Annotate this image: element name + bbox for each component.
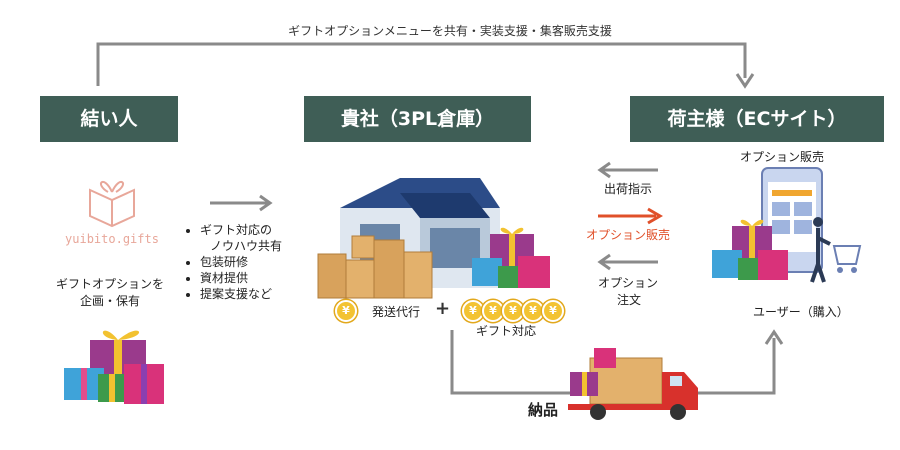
support-item: 包装研修 [200,254,306,270]
header-yuibito: 結い人 [40,96,178,142]
option-order-label-line2: 注文 [617,293,642,307]
option-order-arrow [597,253,658,271]
option-order-label-line1: オプション [598,276,659,290]
shipping-instruction-arrow [597,161,658,179]
user-purchase-label: ユーザー（購入） [753,305,849,319]
left-caption-line2: 企画・保有 [79,294,140,308]
gift-boxes-left-icon [64,330,164,404]
plus-sign: + [435,298,451,319]
option-sales-label: オプション販売 [586,228,671,242]
ec-store-phone-icon [761,167,862,283]
delivery-label: 納品 [528,401,559,419]
support-item: 提案支援など [200,286,306,302]
gift-box-logo-icon [89,180,135,228]
support-item: ギフト対応の [200,222,306,238]
yen-coin-icon: ¥ [542,300,564,322]
support-arrow [210,194,273,212]
top-loop-arrow [96,42,755,89]
gift-handling-label: ギフト対応 [476,324,537,338]
shipping-instruction-label: 出荷指示 [604,182,653,196]
option-sales-arrow [598,207,663,225]
shipping-agency-label: 発送代行 [372,305,421,319]
yen-coin-icon: ¥ [462,300,484,322]
gift-boxes-warehouse-icon [472,227,550,288]
header-shipper-ec: 荷主様（ECサイト） [630,96,884,142]
right-option-sales-label: オプション販売 [740,150,825,164]
top-caption: ギフトオプションメニューを共有・実装支援・集客販売支援 [288,24,612,38]
gift-boxes-right-icon [712,219,788,280]
delivery-truck-icon [568,348,698,420]
support-list: ギフト対応の ノウハウ共有 包装研修 資材提供 提案支援など [186,222,306,302]
yen-coin-icon: ¥ [335,300,357,322]
yen-coin-icon: ¥ [482,300,504,322]
cardboard-boxes-icon [317,235,433,299]
header-3pl-warehouse: 貴社（3PL倉庫） [304,96,531,142]
support-item: ノウハウ共有 [210,239,283,253]
yen-coin-icon: ¥ [522,300,544,322]
support-item: 資材提供 [200,270,306,286]
yuibito-logo-text: yuibito.gifts [65,232,159,246]
left-caption-line1: ギフトオプションを [55,277,164,291]
